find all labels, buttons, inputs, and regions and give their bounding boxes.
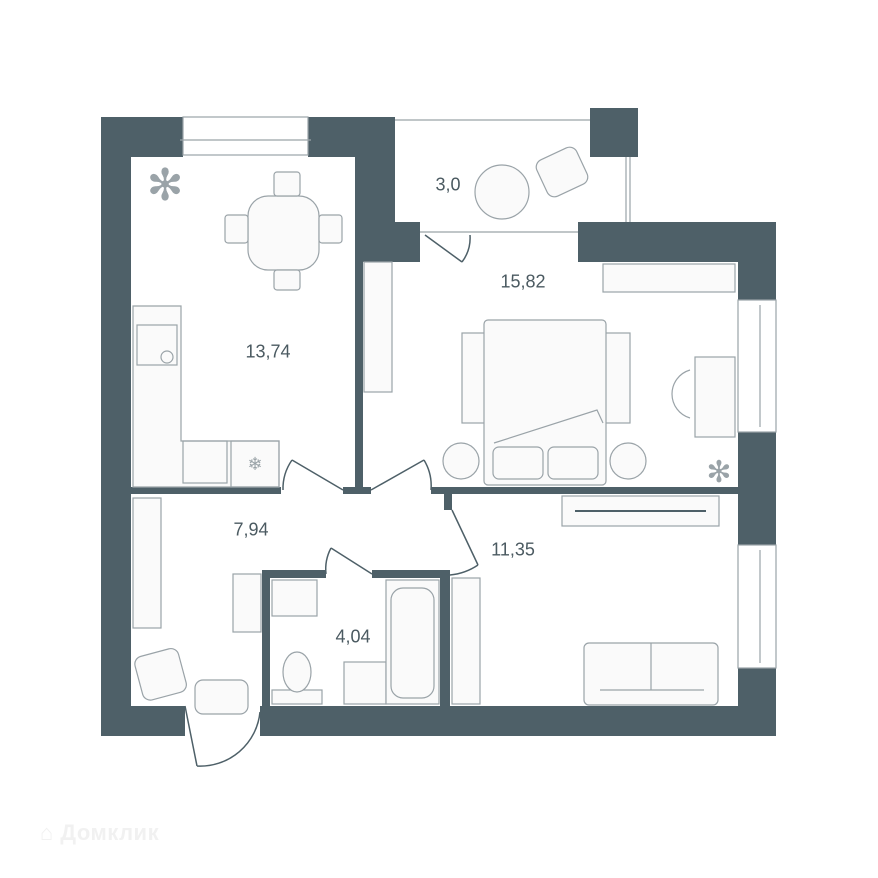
- svg-text:✻: ✻: [706, 456, 731, 489]
- doors: [184, 234, 479, 767]
- kitchen-furniture: ❄ ✻: [132, 161, 343, 488]
- room-area-bedroom: 15,82: [500, 271, 546, 292]
- walls: [101, 108, 776, 736]
- room-area-balcony: 3,0: [435, 174, 461, 195]
- room-area-bathroom: 4,04: [335, 626, 371, 647]
- room-area-living-room: 11,35: [491, 539, 535, 560]
- svg-text:❄: ❄: [247, 454, 262, 474]
- living-room-furniture: [451, 495, 720, 706]
- bathroom-furniture: [271, 579, 440, 705]
- bedroom-furniture: ✻: [363, 261, 736, 489]
- balcony-furniture: [474, 146, 589, 220]
- watermark-text: Домклик: [60, 820, 160, 845]
- svg-text:✻: ✻: [147, 161, 184, 210]
- hallway-furniture: [132, 497, 262, 715]
- windows: [180, 116, 777, 669]
- room-area-kitchen: 13,74: [245, 341, 291, 362]
- room-area-hallway: 7,94: [233, 519, 269, 540]
- house-logo-icon: ⌂: [40, 820, 54, 845]
- watermark-logo: ⌂ Домклик: [40, 820, 159, 846]
